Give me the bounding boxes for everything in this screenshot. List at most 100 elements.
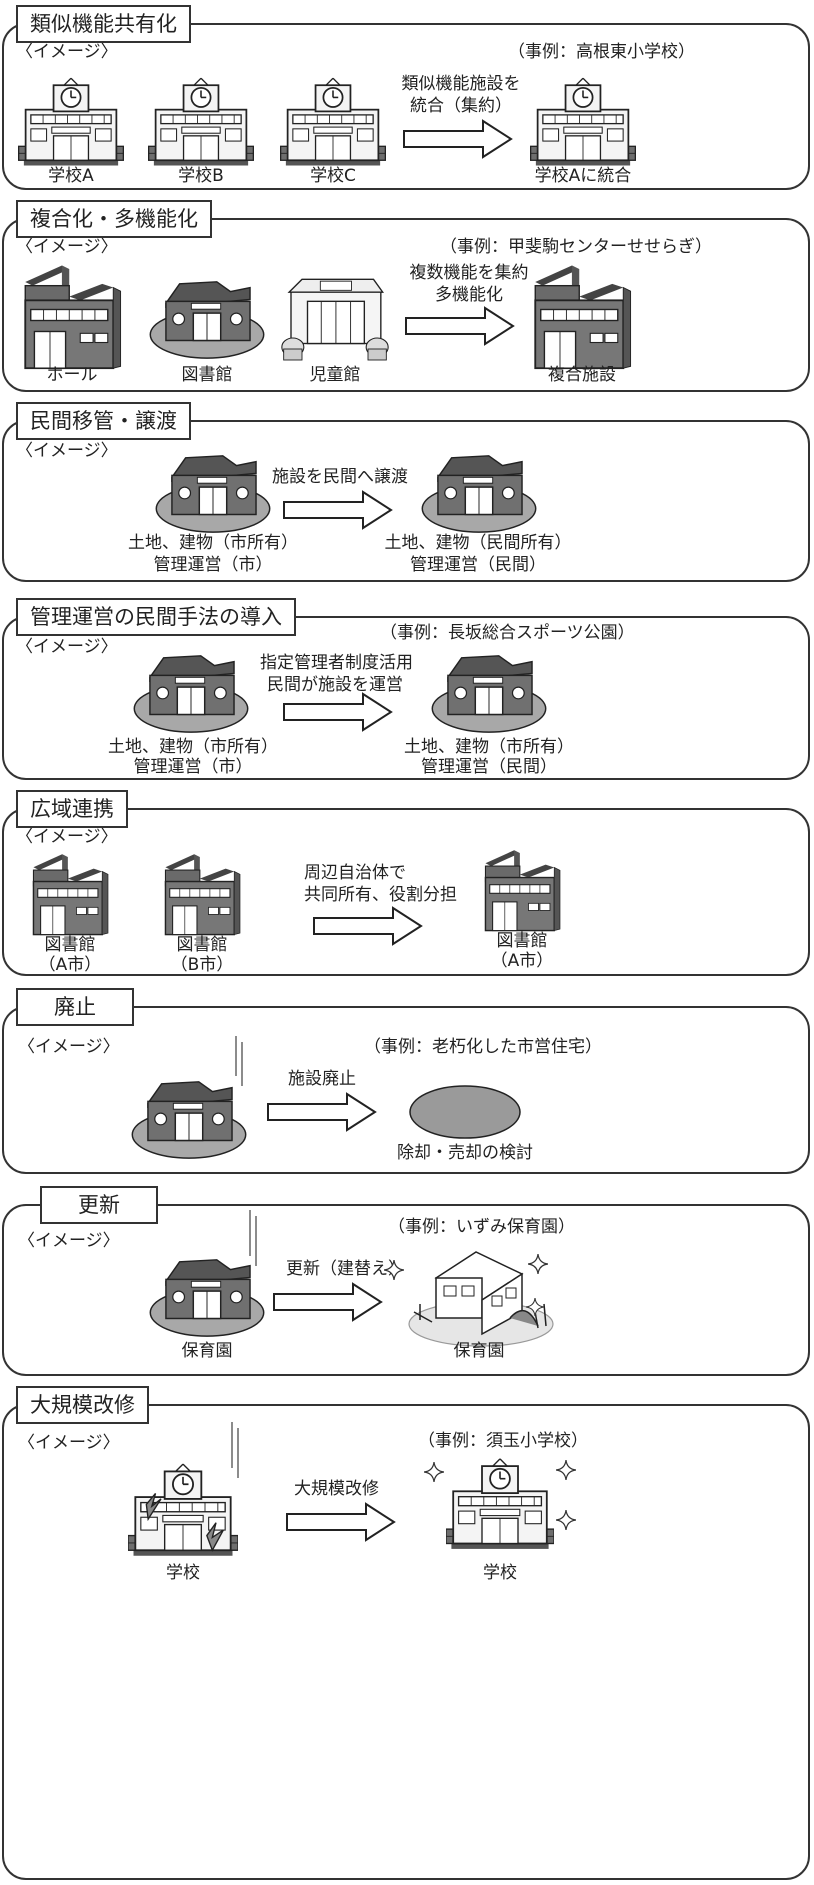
old-facility-icon [130, 1074, 248, 1162]
section-title: 複合化・多機能化 [16, 200, 212, 238]
arrow-text: 多機能化 [435, 285, 503, 305]
example-label: （事例：老朽化した市営住宅） [364, 1037, 602, 1057]
arrow-text: 施設廃止 [288, 1069, 356, 1089]
motion-lines-icon [249, 1210, 257, 1266]
right-arrow-icon [272, 1282, 384, 1322]
sparkle-icon [526, 1298, 544, 1316]
label: 除却・売却の検討 [397, 1143, 533, 1163]
image-label: 〈イメージ〉 [16, 42, 118, 62]
right-arrow-icon [282, 692, 394, 732]
example-label: （事例：いずみ保育園） [388, 1217, 575, 1237]
section-major-renovation: 大規模改修 〈イメージ〉 （事例：須玉小学校） 大規模改修 学校 学校 [0, 1386, 812, 1880]
image-label: 〈イメージ〉 [16, 441, 118, 461]
label: 図書館 [176, 935, 228, 955]
image-label: 〈イメージ〉 [18, 1037, 120, 1057]
label: （A市） [38, 955, 102, 975]
section-regional-cooperation: 広域連携 〈イメージ〉 周辺自治体で 共同所有、役割分担 図書館 （A市） 図書… [0, 790, 812, 976]
section-title: 民間移管・譲渡 [16, 402, 191, 440]
label: 学校A [48, 166, 94, 186]
section-title: 類似機能共有化 [16, 5, 191, 43]
label: ホール [46, 365, 98, 385]
hall-icon [20, 260, 124, 370]
label: 土地、建物（民間所有） [384, 533, 572, 553]
label: （B市） [170, 955, 234, 975]
section-title: 廃止 [16, 988, 134, 1026]
facility-private-icon [420, 448, 538, 536]
section-title: 管理運営の民間手法の導入 [16, 598, 296, 636]
label: 管理運営（民間） [410, 555, 546, 575]
library-icon [148, 274, 266, 362]
label: 管理運営（市） [153, 555, 273, 575]
arrow-text: 指定管理者制度活用 [260, 653, 413, 673]
arrow-text: 周辺自治体で [304, 863, 406, 883]
motion-lines-icon [231, 1422, 239, 1478]
example-label: （事例：須玉小学校） [418, 1431, 588, 1451]
library-shared-icon [482, 846, 562, 932]
sparkle-icon [556, 1460, 576, 1480]
damaged-school-icon [128, 1458, 238, 1560]
label: 管理運営（市） [133, 757, 253, 777]
label: 学校C [310, 166, 356, 186]
label: 土地、建物（市所有） [128, 533, 298, 553]
arrow-text: 民間が施設を運営 [267, 675, 403, 695]
label: 保育園 [453, 1341, 505, 1361]
facility-city-icon [154, 448, 272, 536]
arrow-text: 統合（集約） [410, 96, 512, 116]
label: 図書館 [44, 935, 96, 955]
right-arrow-icon [402, 119, 514, 159]
image-label: 〈イメージ〉 [16, 237, 118, 257]
composite-facility-icon [530, 260, 634, 370]
facility-managed-icon [430, 648, 548, 736]
motion-lines-icon [235, 1036, 243, 1086]
library-b-icon [162, 850, 242, 936]
right-arrow-icon [266, 1092, 378, 1132]
sparkle-icon [556, 1510, 576, 1530]
right-arrow-icon [404, 306, 516, 346]
label: 児童館 [309, 365, 361, 385]
right-arrow-icon [282, 490, 394, 530]
section-title: 広域連携 [16, 790, 128, 828]
arrow-text: 大規模改修 [294, 1479, 379, 1499]
facility-city-icon [132, 648, 250, 736]
label: 土地、建物（市所有） [404, 737, 574, 757]
example-label: （事例：高根東小学校） [508, 42, 695, 62]
right-arrow-icon [286, 1502, 396, 1542]
library-a-icon [30, 850, 110, 936]
label: 管理運営（民間） [421, 757, 557, 777]
label: 保育園 [181, 1341, 233, 1361]
label: （A市） [490, 951, 554, 971]
section-renewal: 更新 〈イメージ〉 （事例：いずみ保育園） 更新（建替え） 保育園 保育園 [0, 1186, 812, 1376]
section-title: 大規模改修 [16, 1386, 149, 1424]
arrow-text: 類似機能施設を [401, 74, 521, 94]
arrow-text: 施設を民間へ譲渡 [272, 467, 408, 487]
arrow-text: 更新（建替え） [286, 1259, 405, 1279]
empty-lot-icon [409, 1085, 521, 1139]
childrens-center-icon [280, 270, 390, 362]
label: 図書館 [181, 365, 233, 385]
school-merged-icon [530, 73, 636, 169]
label: 複合施設 [548, 365, 616, 385]
label: 土地、建物（市所有） [108, 737, 278, 757]
arrow-text: 複数機能を集約 [409, 263, 529, 283]
image-label: 〈イメージ〉 [16, 827, 118, 847]
renovated-school-icon [446, 1452, 554, 1554]
section-private-management: 管理運営の民間手法の導入 〈イメージ〉 （事例：長坂総合スポーツ公園） 指定管理… [0, 598, 812, 780]
right-arrow-icon [302, 906, 434, 946]
image-label: 〈イメージ〉 [18, 1231, 120, 1251]
section-title: 更新 [40, 1186, 158, 1224]
section-similar-function-sharing: 類似機能共有化 〈イメージ〉 （事例：高根東小学校） 類似機能施設を 統合（集約… [0, 5, 812, 190]
school-c-icon [280, 73, 386, 169]
label: 学校Aに統合 [534, 166, 632, 186]
example-label: （事例：長坂総合スポーツ公園） [380, 623, 635, 643]
sparkle-icon [384, 1260, 404, 1280]
image-label: 〈イメージ〉 [18, 1433, 120, 1453]
arrow-text: 共同所有、役割分担 [304, 885, 457, 905]
old-nursery-icon [148, 1252, 266, 1340]
label: 学校 [166, 1563, 200, 1583]
section-composite-multifunction: 複合化・多機能化 〈イメージ〉 （事例：甲斐駒センターせせらぎ） 複数機能を集約… [0, 200, 812, 392]
sparkle-icon [528, 1254, 548, 1274]
image-label: 〈イメージ〉 [16, 637, 118, 657]
example-label: （事例：甲斐駒センターせせらぎ） [440, 237, 712, 257]
label: 学校B [178, 166, 224, 186]
school-a-icon [18, 73, 124, 169]
